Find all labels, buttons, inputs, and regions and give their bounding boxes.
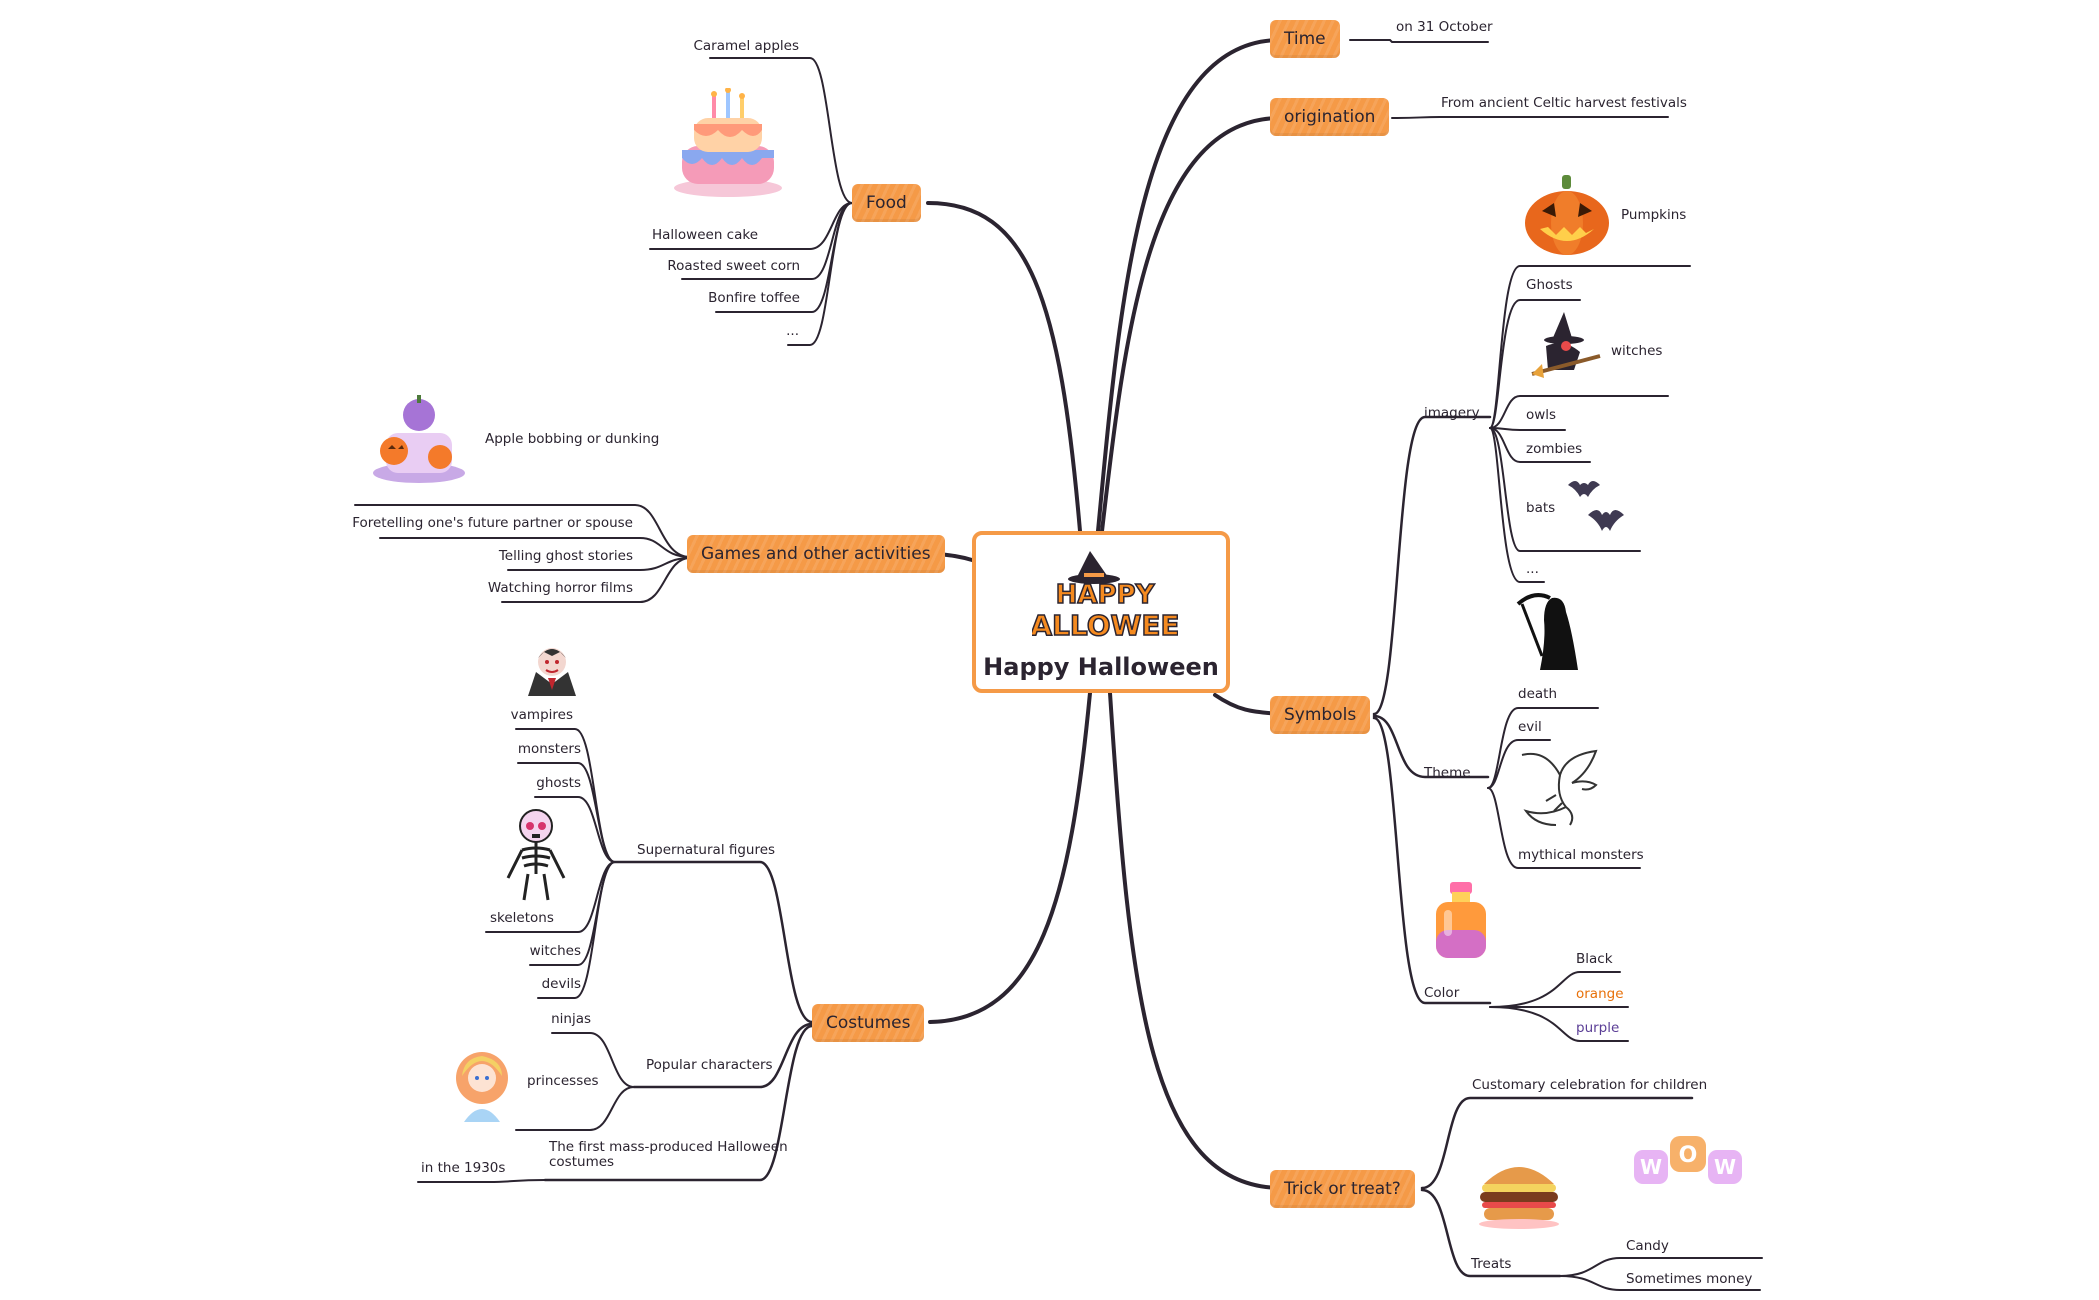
- princess-icon: [456, 1052, 508, 1122]
- treats-candy[interactable]: Candy: [1626, 1238, 1669, 1254]
- branch-food[interactable]: Food: [852, 184, 921, 222]
- color-black[interactable]: Black: [1576, 951, 1613, 967]
- imagery-owls[interactable]: owls: [1526, 407, 1557, 423]
- food-bonfire-toffee[interactable]: Bonfire toffee: [708, 290, 800, 306]
- first-costumes-label-line1[interactable]: The first mass-produced Halloween: [549, 1139, 788, 1155]
- time-leaf[interactable]: on 31 October: [1396, 19, 1493, 35]
- branch-games[interactable]: Games and other activities: [687, 535, 945, 573]
- bats-icon: [1568, 481, 1624, 531]
- theme-mythical-monsters[interactable]: mythical monsters: [1518, 847, 1644, 863]
- food-more[interactable]: ...: [786, 323, 799, 339]
- games-foretelling[interactable]: Foretelling one's future partner or spou…: [352, 515, 633, 531]
- popular-label[interactable]: Popular characters: [646, 1057, 773, 1073]
- supernatural-witches[interactable]: witches: [529, 943, 581, 959]
- supernatural-devils[interactable]: devils: [541, 976, 581, 992]
- svg-text:HAPPY: HAPPY: [1056, 580, 1156, 610]
- games-horror-films[interactable]: Watching horror films: [487, 580, 633, 596]
- supernatural-label[interactable]: Supernatural figures: [637, 842, 776, 858]
- skeleton-icon: [506, 809, 566, 901]
- supernatural-monsters[interactable]: monsters: [517, 741, 581, 757]
- wow-icon: W O W: [1634, 1136, 1742, 1184]
- food-caramel-apples[interactable]: Caramel apples: [693, 38, 799, 54]
- supernatural-ghosts[interactable]: ghosts: [536, 775, 581, 791]
- branch-symbols[interactable]: Symbols: [1270, 696, 1371, 734]
- theme-evil[interactable]: evil: [1518, 719, 1542, 735]
- imagery-bats[interactable]: bats: [1526, 500, 1556, 516]
- imagery-witches[interactable]: witches: [1611, 343, 1663, 359]
- pumpkin-cake-icon: [373, 395, 465, 483]
- imagery-label[interactable]: imagery: [1424, 405, 1480, 421]
- branch-costumes[interactable]: Costumes: [812, 1004, 925, 1042]
- imagery-pumpkins[interactable]: Pumpkins: [1621, 207, 1687, 223]
- branch-time[interactable]: Time: [1270, 20, 1340, 58]
- food-halloween-cake[interactable]: Halloween cake: [652, 227, 759, 243]
- imagery-ghosts[interactable]: Ghosts: [1526, 277, 1573, 293]
- origination-leaf[interactable]: From ancient Celtic harvest festivals: [1441, 95, 1687, 111]
- first-costumes-1930s[interactable]: in the 1930s: [421, 1160, 506, 1176]
- trick-leaf-celebration[interactable]: Customary celebration for children: [1472, 1077, 1708, 1093]
- svg-text:O: O: [1679, 1143, 1698, 1168]
- treats-label[interactable]: Treats: [1471, 1256, 1512, 1272]
- imagery-more[interactable]: ...: [1526, 561, 1539, 577]
- color-label[interactable]: Color: [1424, 985, 1460, 1001]
- games-ghost-stories[interactable]: Telling ghost stories: [498, 548, 633, 564]
- burger-icon: [1479, 1167, 1559, 1229]
- first-costumes-label-line2[interactable]: costumes: [549, 1154, 615, 1170]
- branch-origination[interactable]: origination: [1270, 98, 1390, 136]
- svg-text:HALLOWEEN: HALLOWEEN: [1032, 609, 1178, 642]
- games-apple-bobbing[interactable]: Apple bobbing or dunking: [485, 431, 660, 447]
- svg-text:W: W: [1714, 1155, 1736, 1179]
- treats-money[interactable]: Sometimes money: [1626, 1271, 1753, 1287]
- supernatural-skeletons[interactable]: skeletons: [490, 910, 554, 926]
- root-title: Happy Halloween: [983, 653, 1219, 681]
- food-roasted-corn[interactable]: Roasted sweet corn: [667, 258, 800, 274]
- theme-death[interactable]: death: [1518, 686, 1557, 702]
- witch-icon: [1531, 312, 1601, 378]
- cake-icon: [674, 88, 782, 197]
- color-purple[interactable]: purple: [1576, 1020, 1620, 1036]
- root-node[interactable]: HAPPY HALLOWEEN Happy Halloween: [972, 531, 1230, 693]
- popular-ninjas[interactable]: ninjas: [551, 1011, 591, 1027]
- halloween-logo-icon: HAPPY HALLOWEEN: [1032, 551, 1178, 643]
- branch-trick-or-treat[interactable]: Trick or treat?: [1270, 1170, 1415, 1208]
- supernatural-vampires[interactable]: vampires: [510, 707, 573, 723]
- pumpkin-icon: [1525, 175, 1609, 255]
- grim-reaper-icon: [1516, 593, 1578, 670]
- potion-icon: [1436, 882, 1486, 958]
- color-orange[interactable]: orange: [1576, 986, 1624, 1002]
- imagery-zombies[interactable]: zombies: [1526, 441, 1583, 457]
- vampire-icon: [528, 648, 576, 696]
- dragon-icon: [1521, 749, 1598, 826]
- theme-label[interactable]: Theme: [1424, 765, 1471, 781]
- svg-text:W: W: [1640, 1155, 1662, 1179]
- popular-princesses[interactable]: princesses: [527, 1073, 599, 1089]
